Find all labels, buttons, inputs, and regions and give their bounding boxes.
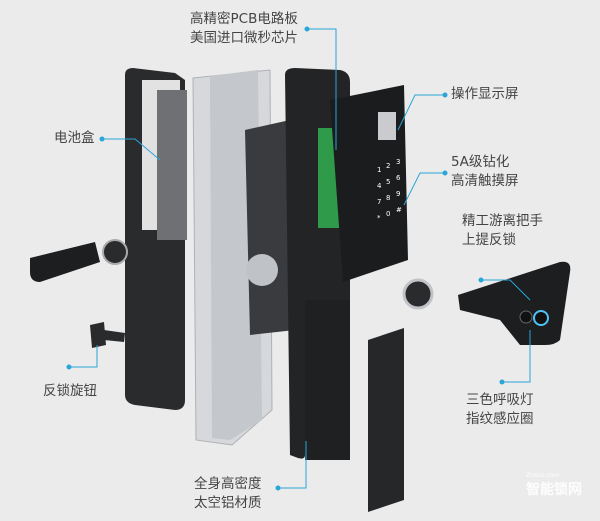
battery-box xyxy=(157,90,187,240)
label-line: 高精密PCB电路板 xyxy=(190,11,298,27)
label-line: 高清触摸屏 xyxy=(451,173,519,189)
inner-handle xyxy=(30,242,100,282)
svg-text:9: 9 xyxy=(396,190,400,198)
label-pcb: 高精密PCB电路板 美国进口微秒芯片 xyxy=(190,10,298,48)
outer-handle xyxy=(458,261,571,345)
label-line: 上提反锁 xyxy=(462,232,516,248)
front-lower-panel xyxy=(305,300,350,460)
label-touch: 5A级钻化 高清触摸屏 xyxy=(451,153,519,191)
handle-rosette xyxy=(402,278,434,310)
svg-text:0: 0 xyxy=(386,210,390,218)
svg-text:4: 4 xyxy=(377,182,382,190)
svg-text:1: 1 xyxy=(377,166,381,174)
fingerprint-sensor xyxy=(519,310,533,324)
label-line: 操作显示屏 xyxy=(451,86,519,102)
battery-cover xyxy=(368,328,404,512)
svg-text:6: 6 xyxy=(396,174,401,182)
label-line: 反锁旋钮 xyxy=(43,383,97,399)
label-battery: 电池盒 xyxy=(54,129,95,148)
label-handle: 精工游离把手 上提反锁 xyxy=(462,212,543,250)
label-fingerprint: 三色呼吸灯 指纹感应圈 xyxy=(466,391,534,429)
lock-knob xyxy=(90,322,125,348)
watermark-logo: Znsuo.com 智能锁网 xyxy=(526,472,582,499)
svg-text:*: * xyxy=(377,214,381,222)
svg-text:8: 8 xyxy=(386,194,390,202)
svg-text:2: 2 xyxy=(386,162,390,170)
label-line: 美国进口微秒芯片 xyxy=(190,30,298,46)
label-body: 全身高密度 太空铝材质 xyxy=(194,475,262,513)
svg-text:#: # xyxy=(396,206,402,214)
display-screen xyxy=(378,112,396,140)
svg-text:3: 3 xyxy=(396,158,400,166)
label-line: 太空铝材质 xyxy=(194,495,262,511)
leader-lines xyxy=(69,28,531,489)
spindle-hole xyxy=(246,254,278,286)
fingerprint-ring xyxy=(533,310,549,326)
label-line: 精工游离把手 xyxy=(462,213,543,229)
svg-text:5: 5 xyxy=(386,178,390,186)
inner-rosette xyxy=(102,239,128,265)
label-line: 三色呼吸灯 xyxy=(466,392,534,408)
label-line: 电池盒 xyxy=(54,130,95,146)
leader-dots xyxy=(66,26,505,491)
label-knob: 反锁旋钮 xyxy=(43,382,97,401)
label-line: 指纹感应圈 xyxy=(466,411,534,427)
label-line: 全身高密度 xyxy=(194,476,262,492)
label-line: 5A级钻化 xyxy=(451,154,510,170)
label-display: 操作显示屏 xyxy=(451,85,519,104)
svg-text:7: 7 xyxy=(377,198,381,206)
watermark-url: Znsuo.com xyxy=(526,472,560,479)
touch-screen-panel xyxy=(330,85,408,282)
watermark-name: 智能锁网 xyxy=(526,482,582,498)
